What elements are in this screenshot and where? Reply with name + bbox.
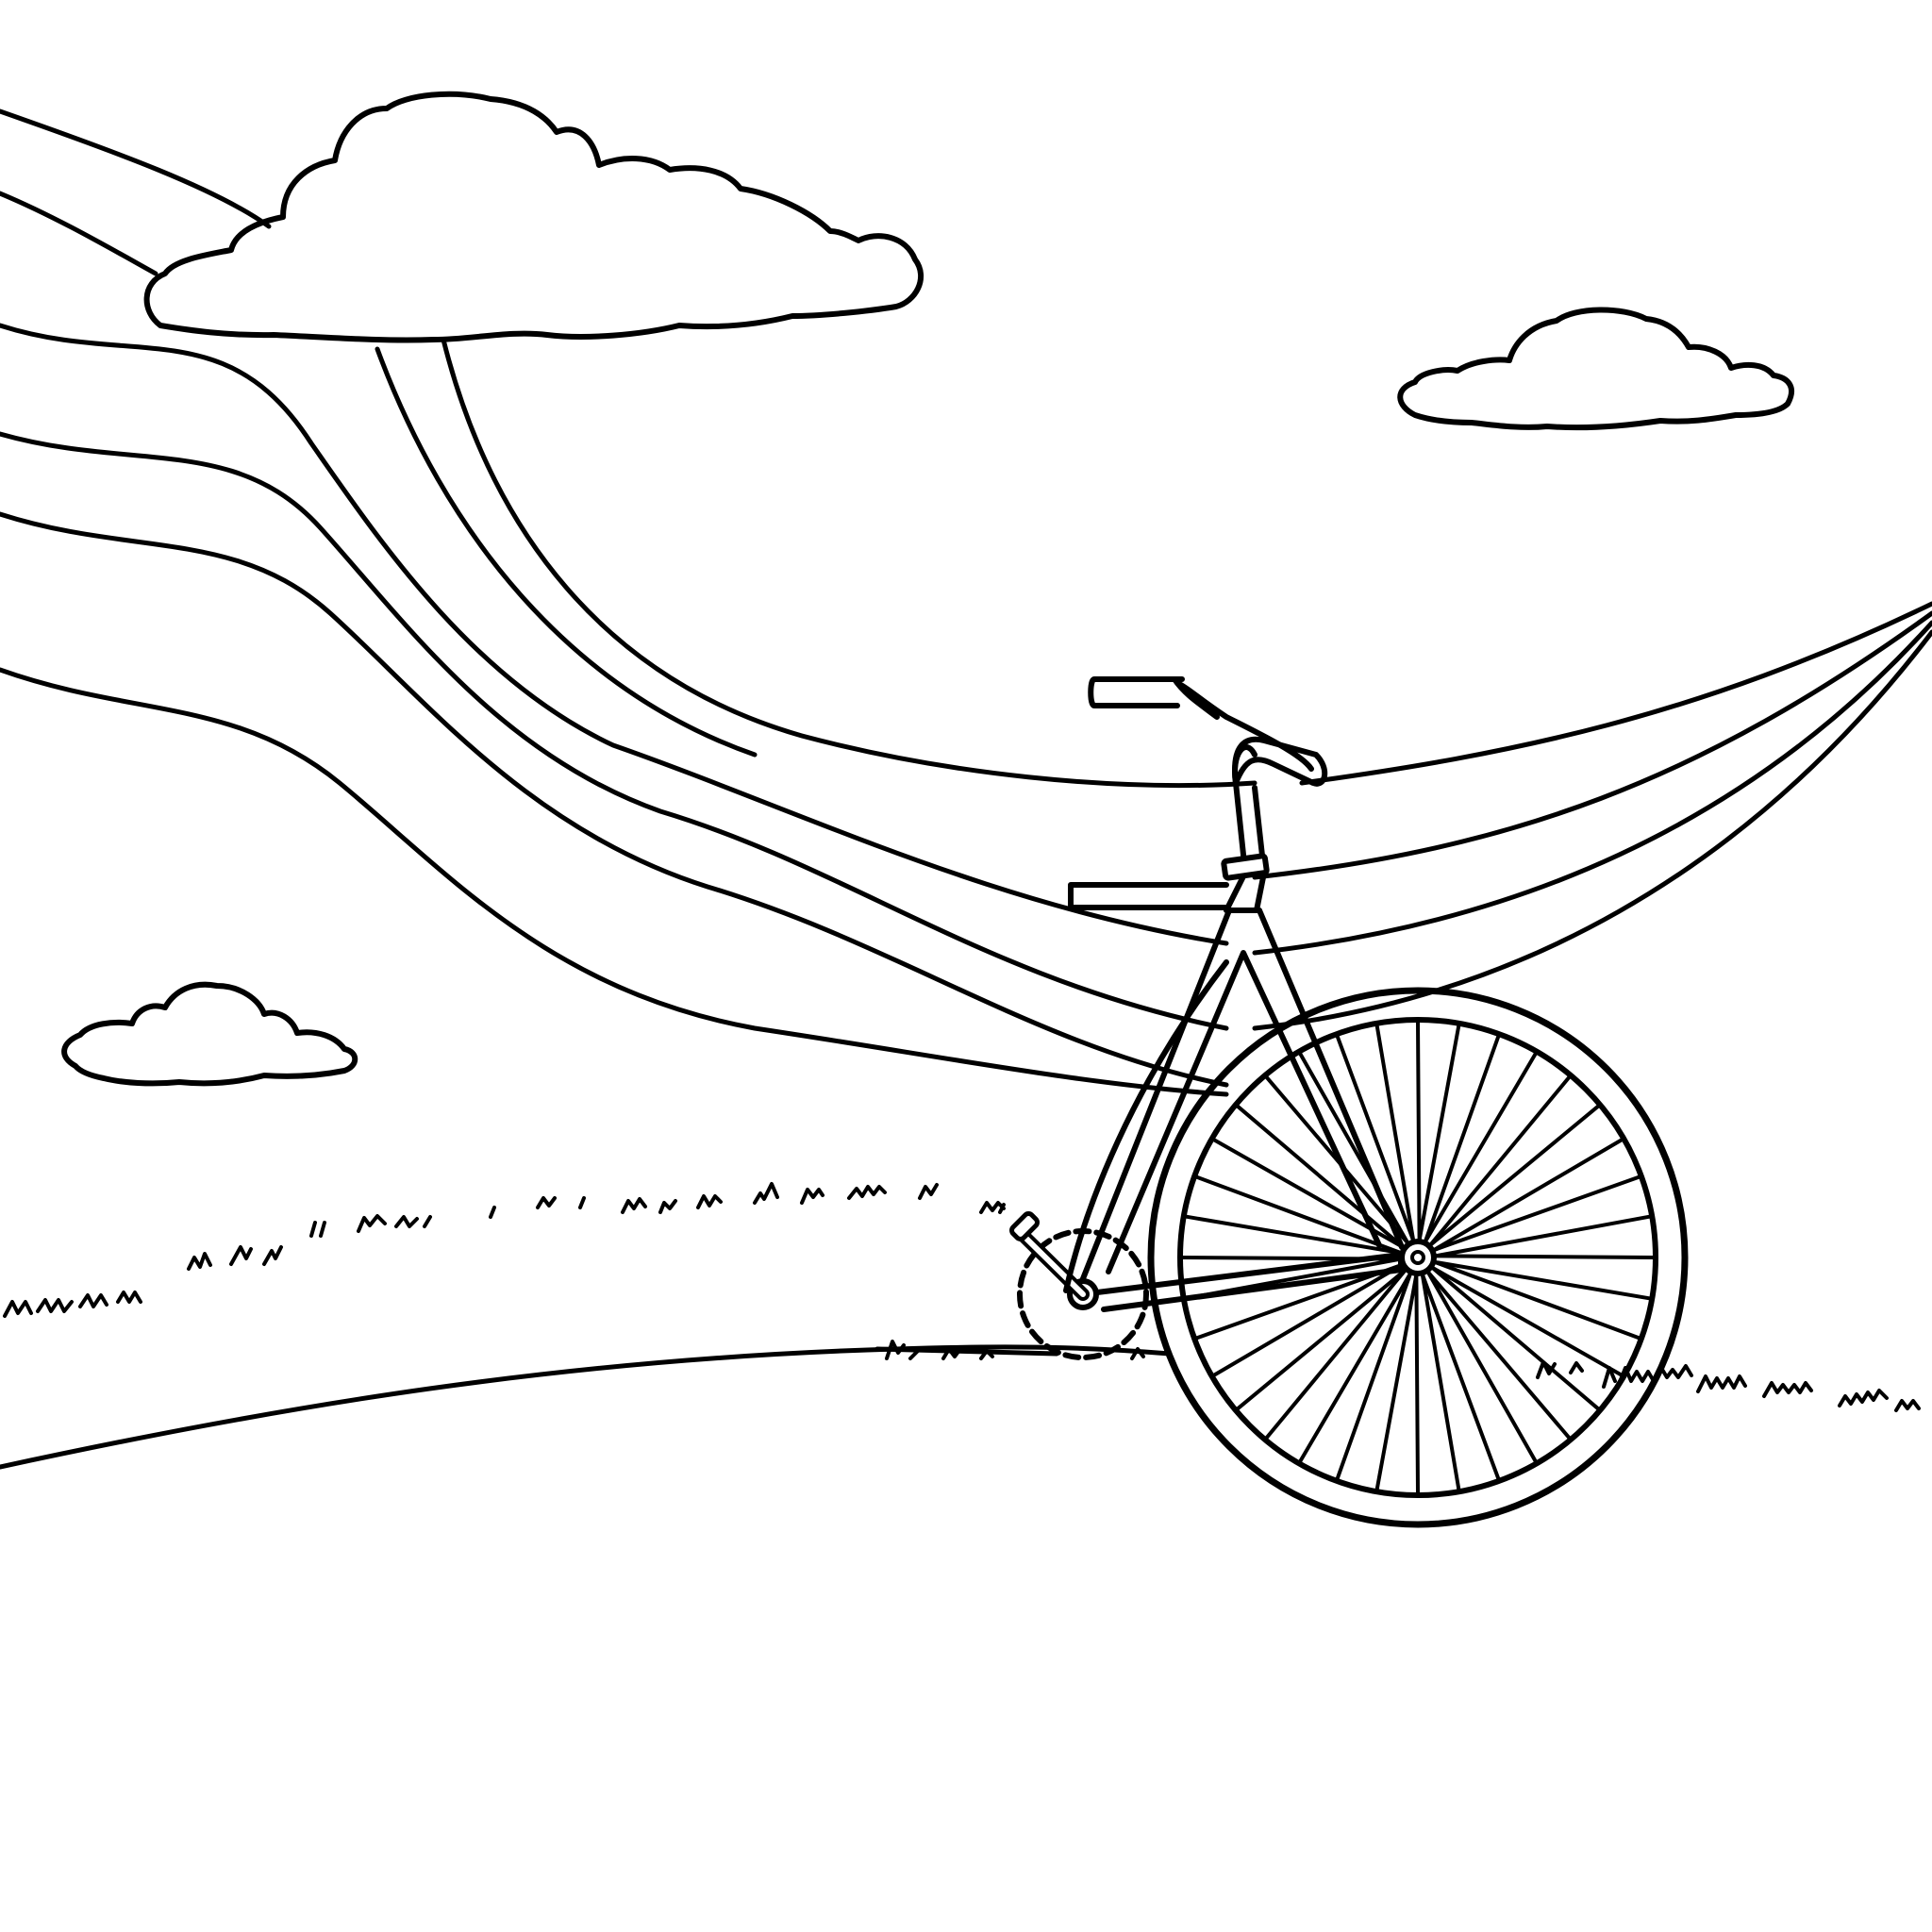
spoke (1194, 1174, 1402, 1255)
spoke (1433, 1138, 1624, 1252)
spoke (1434, 1260, 1653, 1301)
spoke (1429, 1074, 1572, 1246)
spoke (1335, 1273, 1412, 1481)
spoke (1235, 1104, 1405, 1249)
spoke (1431, 1266, 1601, 1411)
spoke (1424, 1051, 1538, 1242)
spoke (1434, 1214, 1653, 1258)
bicycle (1009, 676, 1689, 1528)
spoke (1298, 1273, 1412, 1464)
rear-wheel (1147, 987, 1689, 1528)
hills (0, 1344, 1173, 1470)
spoke (1434, 1260, 1641, 1341)
spoke (1374, 1023, 1415, 1241)
spoke (1426, 1271, 1538, 1464)
spoke (1235, 1269, 1407, 1411)
cloud-small-right (1397, 307, 1794, 431)
spoke (1183, 1214, 1402, 1255)
spoke (1431, 1266, 1624, 1377)
cloud-small-left (61, 981, 358, 1087)
spoke (1374, 1274, 1419, 1492)
spoke (1434, 1254, 1656, 1259)
spoke (1421, 1274, 1501, 1481)
spoke (1416, 1020, 1422, 1241)
spoke (1335, 1034, 1415, 1241)
spoke (1426, 1271, 1572, 1441)
spoke (1429, 1104, 1601, 1246)
frame (1063, 676, 1405, 1312)
spoke (1211, 1263, 1403, 1377)
spoke (1194, 1263, 1403, 1341)
spoke (1414, 1274, 1420, 1495)
spoke (1264, 1269, 1407, 1441)
cloud-large (143, 91, 924, 343)
spoke (1417, 1023, 1461, 1241)
spoke (1424, 1034, 1501, 1242)
spoke (1421, 1274, 1461, 1492)
rainbow (0, 108, 1932, 1097)
spoke (1433, 1174, 1641, 1252)
